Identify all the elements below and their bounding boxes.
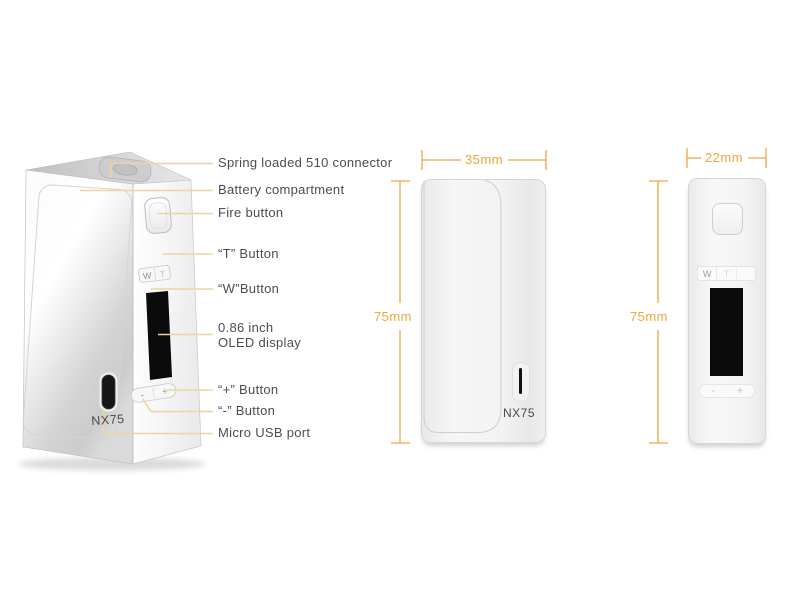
usb-slot — [519, 368, 522, 394]
callout-usb-port: Micro USB port — [218, 425, 311, 440]
plus-button: + — [736, 385, 743, 397]
micro-usb-port-side-view — [512, 362, 530, 402]
dim-label-22mm: 22mm — [704, 150, 744, 165]
dim-label-35mm: 35mm — [464, 152, 504, 167]
device-front-face — [132, 179, 202, 465]
w-button-glyph: W — [142, 270, 152, 281]
w-button: W — [698, 267, 718, 280]
callout-fire-button: Fire button — [218, 205, 284, 220]
model-label-side-view: NX75 — [502, 406, 536, 420]
device-shadow — [18, 457, 206, 471]
leader-lines — [80, 162, 213, 435]
callout-t-button: “T” Button — [218, 246, 279, 261]
plus-minus-buttons-front-view: - + — [699, 384, 755, 398]
device-top-face — [25, 151, 192, 185]
callout-minus-button: “-” Button — [218, 403, 276, 418]
callout-oled-display: 0.86 inch OLED display — [218, 320, 301, 350]
callout-w-button: “W”Button — [218, 281, 280, 296]
micro-usb-port-3d — [101, 374, 116, 410]
plus-button-glyph: + — [161, 386, 169, 398]
callout-oled-line2: OLED display — [218, 335, 302, 350]
callout-510-connector: Spring loaded 510 connector — [218, 155, 393, 170]
dim-label-75mm-side: 75mm — [373, 309, 412, 324]
leader-minus-button — [142, 398, 213, 413]
button-cell-blank — [737, 267, 755, 280]
micro-usb-port-ring — [98, 371, 119, 413]
leader-510-connector — [110, 162, 213, 177]
callout-plus-button: “+” Button — [218, 382, 279, 397]
device-front-view: W T - + — [688, 178, 766, 444]
oled-display-3d — [146, 291, 172, 380]
device-side-view: NX75 — [421, 179, 546, 443]
fire-button-3d — [144, 197, 172, 234]
fire-button-front-view — [712, 203, 743, 235]
dim-label-75mm-front: 75mm — [629, 309, 668, 324]
wt-buttons-front-view: W T — [697, 266, 756, 281]
spring-loaded-510-connector — [98, 156, 152, 183]
plus-minus-buttons-3d: - + — [130, 383, 177, 403]
oled-display-front-view — [710, 288, 743, 376]
callout-oled-line1: 0.86 inch — [218, 320, 274, 335]
wt-buttons-3d: W T — [138, 265, 171, 283]
t-button: T — [717, 267, 737, 280]
minus-button: - — [711, 385, 715, 397]
battery-compartment-outline — [23, 184, 133, 440]
callout-battery-compartment: Battery compartment — [218, 182, 345, 197]
minus-button-glyph: - — [140, 390, 145, 401]
t-button-glyph: T — [159, 269, 166, 280]
model-label-3d-view: NX75 — [90, 411, 126, 429]
